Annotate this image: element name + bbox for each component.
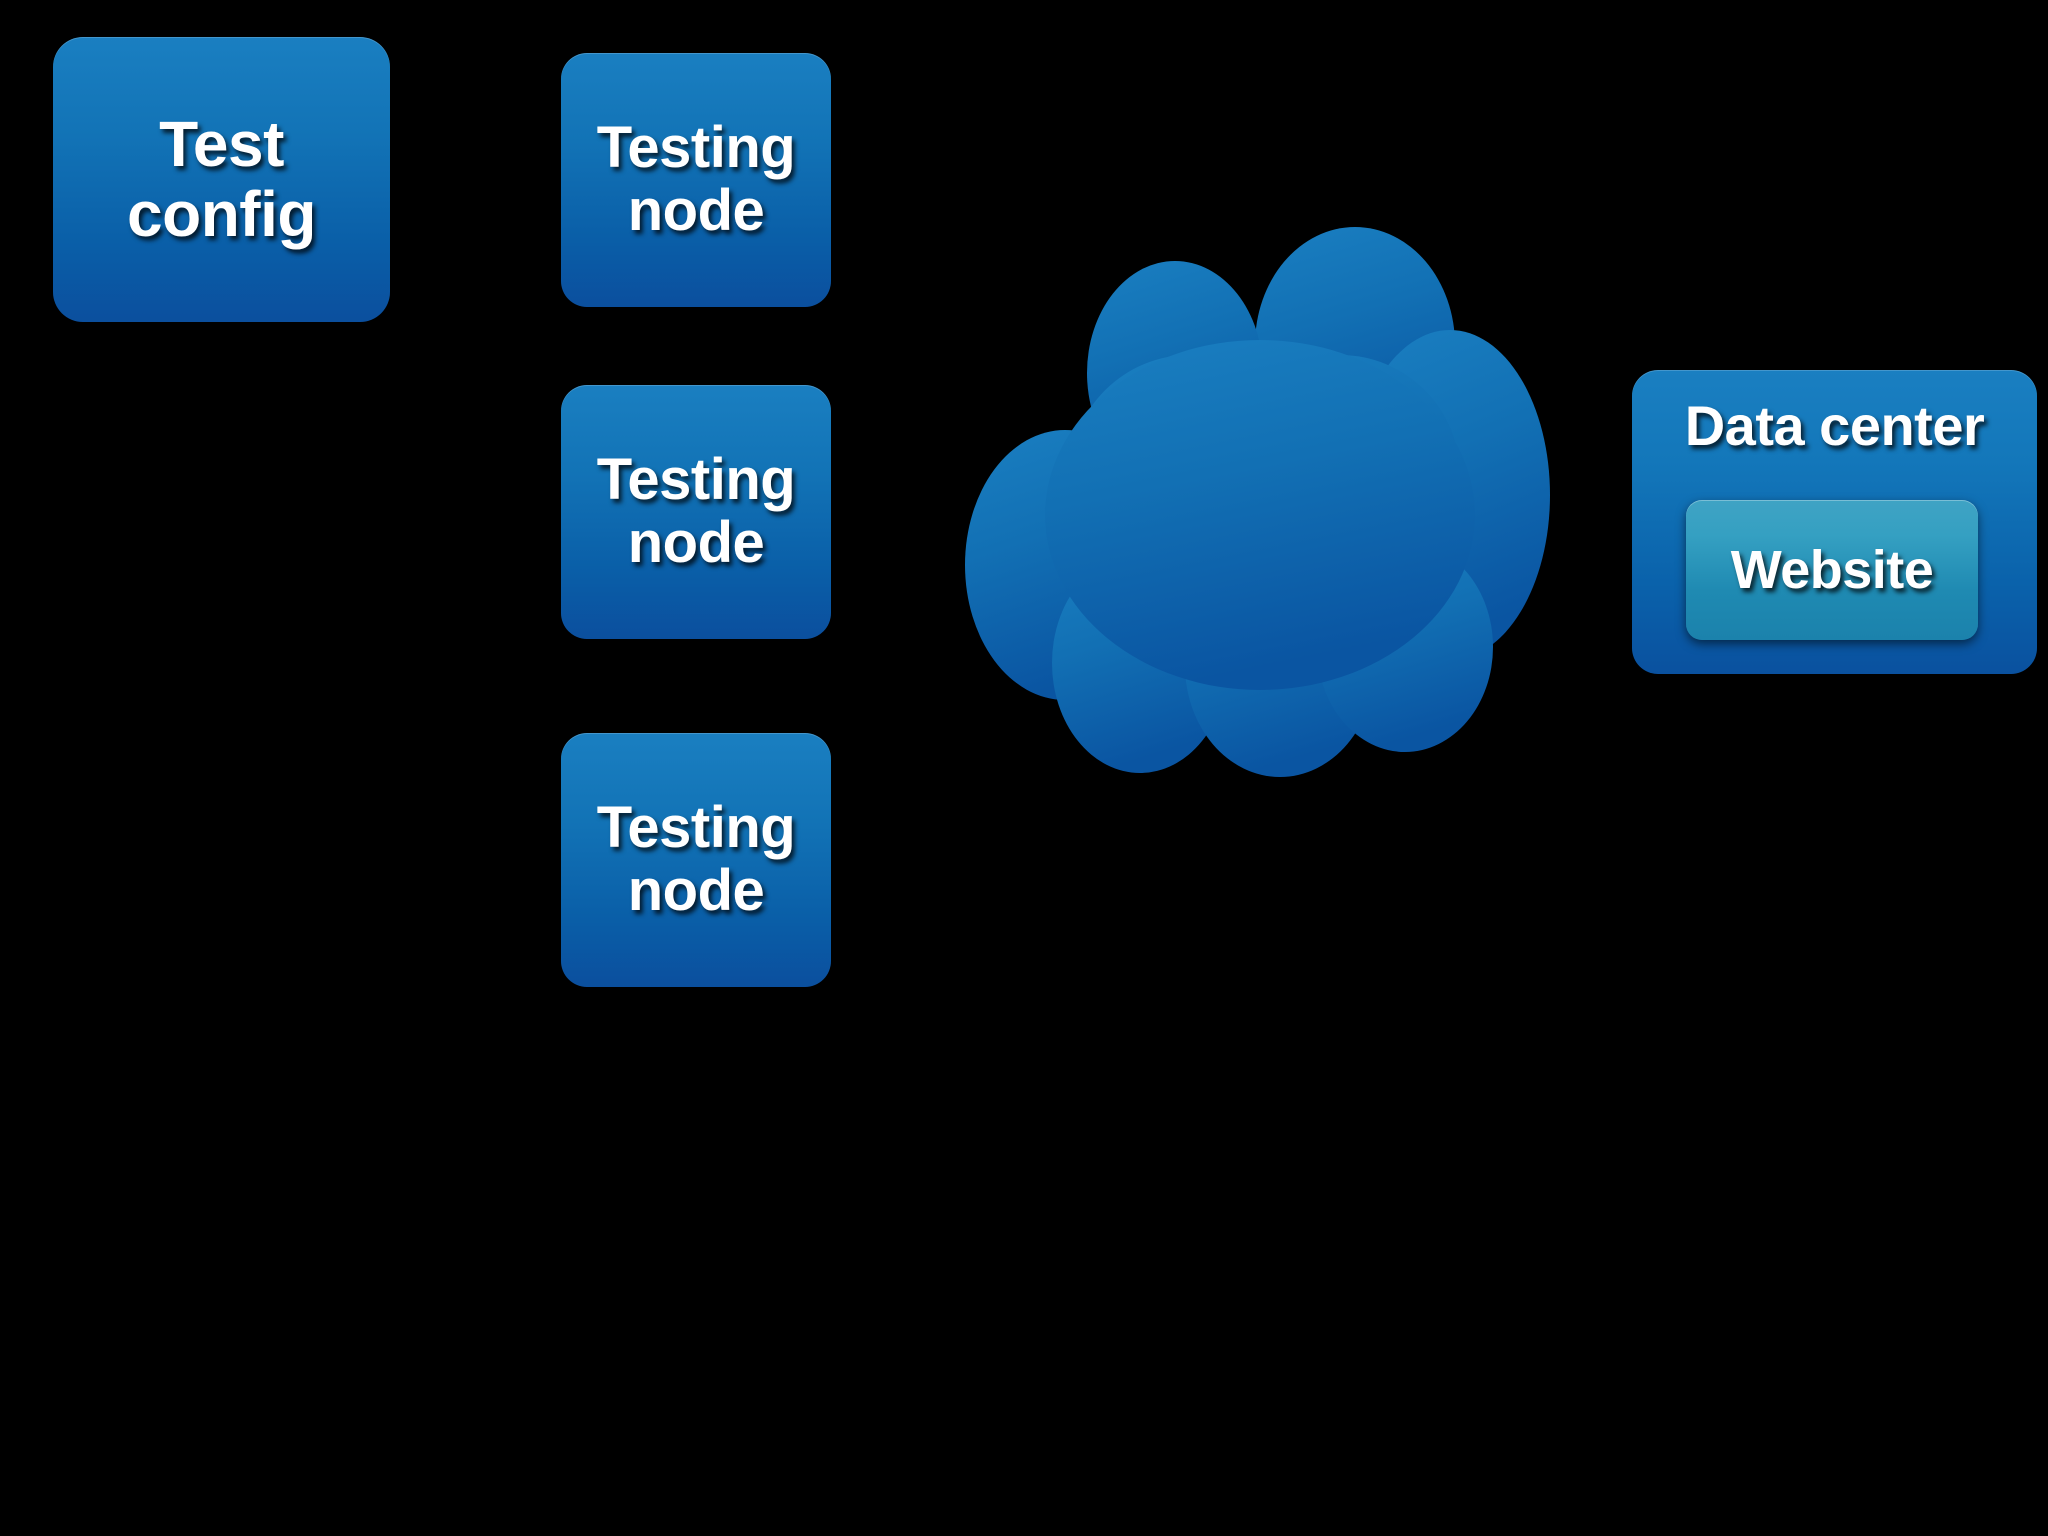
node-data-center-label: Data center <box>1684 394 1985 457</box>
node-data-center[interactable]: Data center Website <box>1632 370 2037 674</box>
node-website[interactable]: Website <box>1686 500 1978 640</box>
node-test-config-label: Test config <box>127 108 316 250</box>
node-website-label: Website <box>1730 539 1934 600</box>
node-testing-node-3-label: Testing node <box>596 795 796 923</box>
node-testing-node-3[interactable]: Testing node <box>561 733 831 987</box>
node-testing-node-2[interactable]: Testing node <box>561 385 831 639</box>
node-testing-node-1-label: Testing node <box>596 115 796 243</box>
node-testing-node-1[interactable]: Testing node <box>561 53 831 307</box>
node-testing-node-2-label: Testing node <box>596 447 796 575</box>
node-test-config[interactable]: Test config <box>53 37 390 322</box>
internet-cloud-icon[interactable] <box>960 195 1580 795</box>
